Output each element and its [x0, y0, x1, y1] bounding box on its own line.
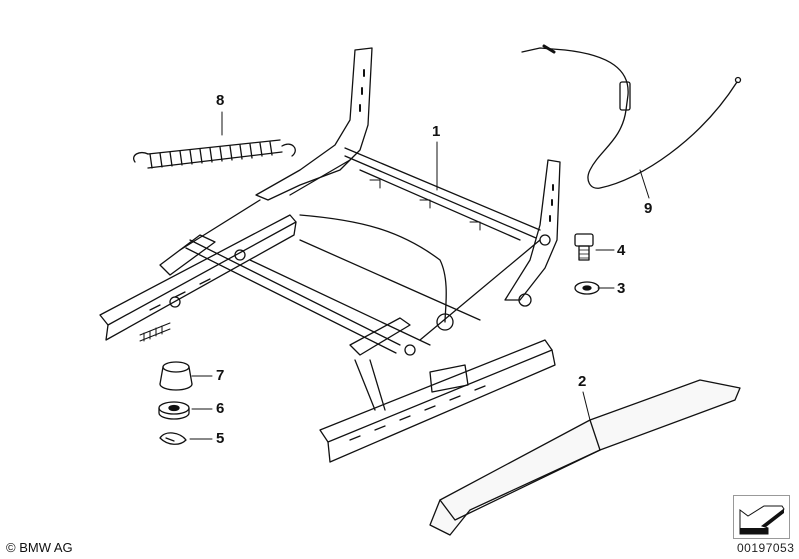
leader-lines — [189, 111, 650, 440]
orientation-thumbnail — [733, 495, 790, 539]
clip-part — [159, 432, 187, 445]
tension-spring-part — [133, 139, 296, 169]
bowden-cable-part — [521, 44, 742, 189]
callout-5[interactable]: 5 — [216, 430, 225, 447]
callout-1[interactable]: 1 — [432, 123, 441, 140]
callout-8[interactable]: 8 — [216, 92, 225, 109]
washer-part — [574, 281, 600, 295]
callout-7[interactable]: 7 — [216, 367, 225, 384]
nut-part — [158, 401, 190, 420]
callout-4[interactable]: 4 — [617, 242, 626, 259]
bolt-part — [574, 233, 594, 261]
callout-2[interactable]: 2 — [578, 373, 587, 390]
callout-9[interactable]: 9 — [644, 200, 653, 217]
seat-frame-part — [99, 47, 561, 463]
image-number: 00197053 — [737, 541, 795, 555]
rail-cover-part — [429, 379, 741, 536]
rubber-buffer-part — [159, 361, 193, 391]
callout-6[interactable]: 6 — [216, 400, 225, 417]
callout-3[interactable]: 3 — [617, 280, 626, 297]
copyright-label: © BMW AG — [6, 540, 73, 555]
arrow-icon — [739, 505, 785, 535]
